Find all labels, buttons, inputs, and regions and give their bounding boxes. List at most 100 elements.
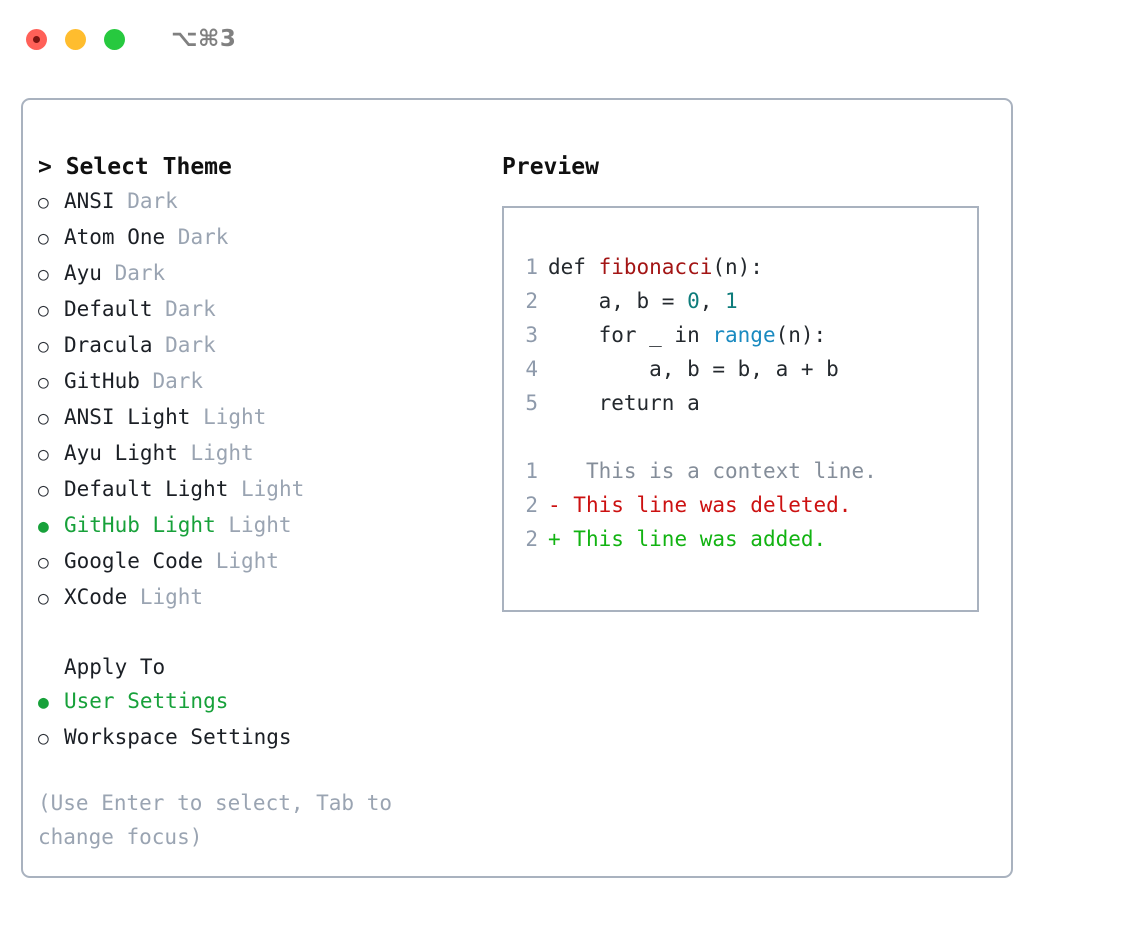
theme-option-name: GitHub (64, 369, 140, 393)
code-token-num: 1 (725, 289, 738, 313)
radio-unselected-icon[interactable]: ○ (38, 444, 49, 465)
theme-option[interactable]: ●GitHub Light Light (38, 508, 478, 544)
theme-option-name: ANSI Light (64, 405, 191, 429)
theme-option-name: Google Code (64, 549, 204, 573)
theme-option-name: ANSI (64, 189, 115, 213)
theme-option-name: Dracula (64, 333, 153, 357)
theme-selector-column: > Select Theme ○ANSI Dark○Atom One Dark○… (38, 150, 478, 854)
radio-unselected-icon[interactable]: ○ (38, 372, 49, 393)
list-spacer (38, 616, 478, 650)
radio-unselected-icon[interactable]: ○ (38, 728, 49, 749)
diff-text: This is a context line. (560, 459, 877, 483)
diff-text: This line was deleted. (560, 493, 852, 517)
theme-option-name: Ayu Light (64, 441, 178, 465)
theme-option[interactable]: ○ ANSI Light Light (38, 400, 478, 436)
theme-list: ○ANSI Dark○Atom One Dark○Ayu Dark○Defaul… (38, 184, 478, 616)
code-line-number: 4 (525, 357, 538, 381)
radio-unselected-icon[interactable]: ○ (38, 408, 49, 429)
apply-to-option[interactable]: ○ Workspace Settings (38, 720, 478, 756)
apply-to-option-name: Workspace Settings (64, 725, 292, 749)
code-line-number: 1 (525, 255, 538, 279)
theme-option-kind: Dark (152, 297, 216, 321)
code-line: 3 for _ in range(n): (522, 318, 977, 352)
code-token-plain: a, b = (548, 289, 688, 313)
radio-unselected-icon[interactable]: ○ (38, 264, 49, 285)
code-token-plain: (n): (775, 323, 827, 347)
diff-line: 2- This line was deleted. (522, 488, 977, 522)
title-bar: ⌥⌘3 (0, 0, 1140, 78)
theme-option[interactable]: ○ Default Light Light (38, 472, 478, 508)
theme-option[interactable]: ○ Ayu Light Light (38, 436, 478, 472)
apply-to-list: ● User Settings ○ Workspace Settings (38, 684, 478, 756)
keyboard-hint: (Use Enter to select, Tab to change focu… (38, 791, 393, 849)
theme-option-kind: Light (177, 441, 254, 465)
diff-line-number: 2 (525, 527, 538, 551)
theme-option-name: Ayu (64, 261, 102, 285)
radio-unselected-icon[interactable]: ○ (38, 336, 49, 357)
theme-option-name: Atom One (64, 225, 166, 249)
theme-option[interactable]: ○ Dracula Dark (38, 328, 478, 364)
diff-text: This line was added. (560, 527, 827, 551)
radio-unselected-icon[interactable]: ○ (38, 552, 49, 573)
theme-option[interactable]: ○Default Dark (38, 292, 478, 328)
code-token-plain: for _ in (548, 323, 713, 347)
code-line: 2 a, b = 0, 1 (522, 284, 977, 318)
code-line: 4 a, b = b, a + b (522, 352, 977, 386)
theme-option[interactable]: ○ Google Code Light (38, 544, 478, 580)
radio-unselected-icon[interactable]: ○ (38, 588, 49, 609)
maximize-window-button[interactable] (104, 28, 125, 50)
diff-sample: 1 This is a context line.2- This line wa… (522, 454, 977, 556)
theme-option-name: XCode (64, 585, 128, 609)
theme-option-name: Default Light (64, 477, 229, 501)
apply-to-option[interactable]: ● User Settings (38, 684, 478, 720)
diff-line: 2+ This line was added. (522, 522, 977, 556)
radio-unselected-icon[interactable]: ○ (38, 192, 49, 213)
apply-to-header: Apply To (64, 655, 166, 679)
code-token-plain: , (699, 289, 726, 313)
theme-option-kind: Light (127, 585, 204, 609)
diff-line-number: 2 (525, 493, 538, 517)
theme-option[interactable]: ○ ANSI Dark (38, 184, 478, 220)
theme-option[interactable]: ○ XCode Light (38, 580, 478, 616)
minimize-window-button[interactable] (65, 28, 86, 50)
theme-option[interactable]: ○Ayu Dark (38, 256, 478, 292)
code-token-plain: def (548, 255, 599, 279)
theme-option-kind: Dark (165, 225, 229, 249)
diff-line: 1 This is a context line. (522, 454, 977, 488)
code-line-number: 5 (525, 391, 538, 415)
window-title: ⌥⌘3 (171, 26, 237, 52)
diff-sign (548, 459, 561, 483)
main-panel: > Select Theme ○ANSI Dark○Atom One Dark○… (21, 98, 1013, 878)
diff-line-number: 1 (525, 459, 538, 483)
theme-option-kind: Light (203, 549, 279, 573)
theme-option-kind: Dark (139, 369, 204, 393)
preview-header: Preview (502, 154, 599, 180)
code-diff-separator (522, 420, 977, 454)
code-token-call: range (712, 323, 776, 347)
theme-option-kind: Dark (152, 333, 216, 357)
code-token-plain: return a (548, 391, 700, 415)
theme-option-kind: Light (228, 477, 305, 501)
select-theme-header: > Select Theme (38, 154, 232, 180)
code-token-fn: fibonacci (598, 255, 713, 279)
radio-unselected-icon[interactable]: ○ (38, 228, 49, 249)
code-line: 1 def fibonacci(n): (522, 250, 977, 284)
code-line-number: 2 (525, 289, 538, 313)
radio-selected-icon[interactable]: ● (38, 516, 49, 537)
theme-option-kind: Light (190, 405, 267, 429)
radio-unselected-icon[interactable]: ○ (38, 480, 49, 501)
code-line-number: 3 (525, 323, 538, 347)
radio-selected-icon[interactable]: ● (38, 692, 49, 713)
code-token-num: 0 (687, 289, 700, 313)
close-window-button[interactable] (26, 28, 47, 50)
radio-unselected-icon[interactable]: ○ (38, 300, 49, 321)
theme-option[interactable]: ○ GitHub Dark (38, 364, 478, 400)
theme-option-kind: Dark (114, 189, 178, 213)
apply-to-option-name: User Settings (64, 689, 229, 713)
code-token-plain: (n): (712, 255, 763, 279)
theme-option[interactable]: ○ Atom One Dark (38, 220, 478, 256)
